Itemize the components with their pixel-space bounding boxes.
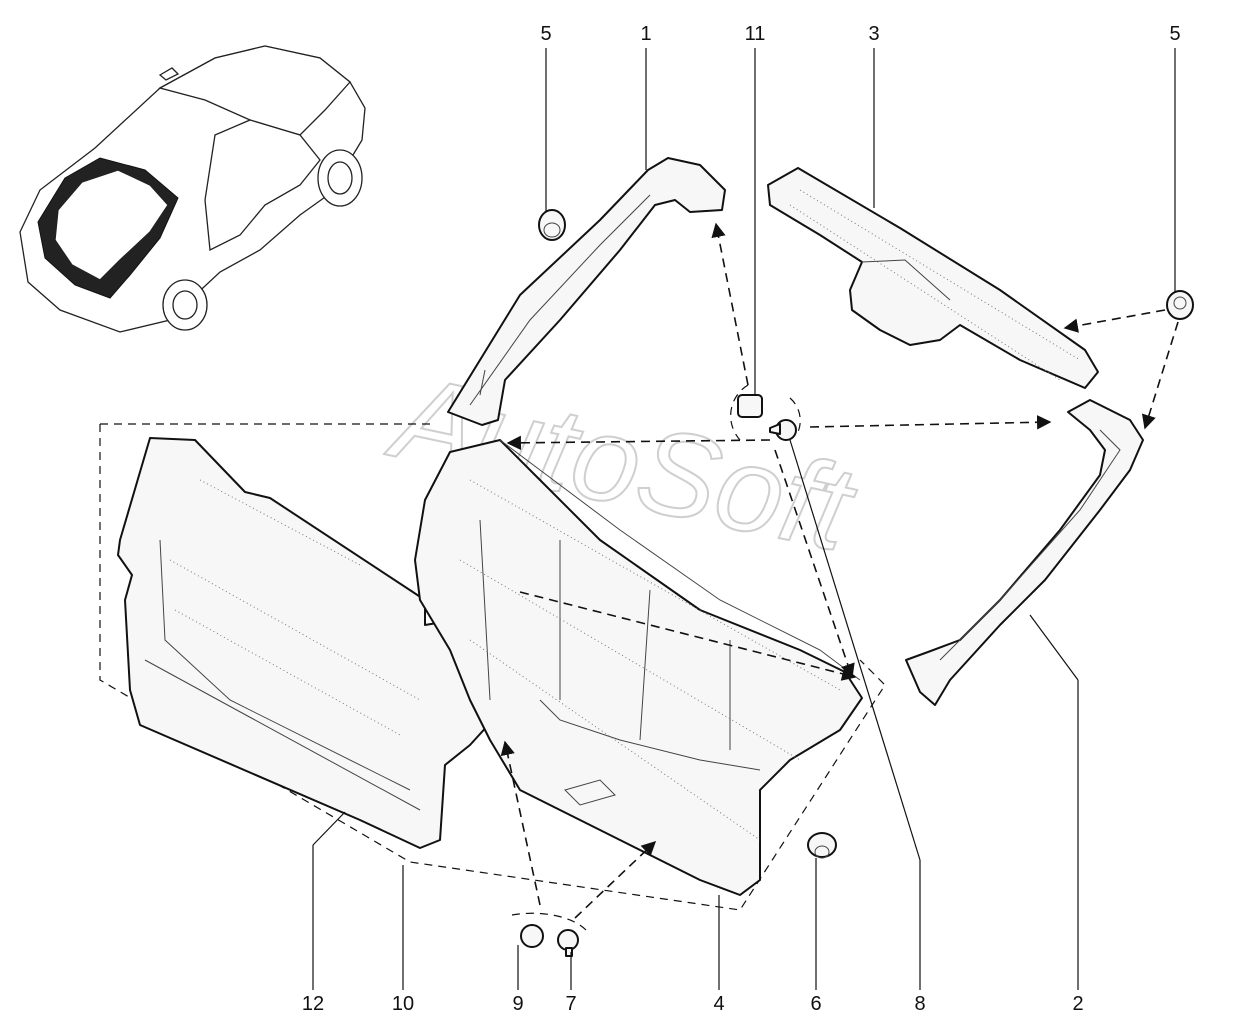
fastener-9-clip xyxy=(737,394,763,418)
fastener-7-screw xyxy=(557,929,579,957)
fastener-5-right xyxy=(1166,290,1194,320)
assembly-arrows xyxy=(500,222,1179,919)
callout-labels: 5 1 11 3 5 12 10 9 7 4 6 8 2 xyxy=(302,23,1181,1015)
callout-8: 8 xyxy=(914,993,925,1015)
callout-9: 11 xyxy=(745,23,766,45)
callout-7: 7 xyxy=(565,993,576,1015)
part-12-trim-panel xyxy=(117,437,521,849)
callout-12: 12 xyxy=(302,993,324,1015)
reference-car-illustration xyxy=(19,45,366,333)
callout-4: 4 xyxy=(713,993,724,1015)
fastener-8-screw xyxy=(769,419,797,441)
callout-5-right: 5 xyxy=(1169,23,1180,45)
assembly-outline xyxy=(99,423,886,911)
callout-1: 1 xyxy=(640,23,651,45)
part-1-left-trim xyxy=(447,157,726,426)
part-4-inner-lid-panel xyxy=(414,439,863,896)
callout-10: 9 xyxy=(512,993,523,1015)
fastener-group-arc-upper xyxy=(730,384,749,441)
callout-5-left: 5 xyxy=(540,23,551,45)
fastener-10-nut xyxy=(520,924,544,948)
fastener-group-arc-lower xyxy=(511,912,587,931)
leader-lines xyxy=(312,48,1176,990)
fastener-group-arc-upper-right xyxy=(789,397,801,433)
part-3-upper-panel xyxy=(767,167,1099,389)
fastener-5-left xyxy=(538,209,566,241)
callout-3: 3 xyxy=(868,23,879,45)
callout-11: 10 xyxy=(392,993,414,1015)
fastener-6-clip xyxy=(807,832,837,859)
part-2-right-trim xyxy=(905,399,1144,706)
callout-2: 2 xyxy=(1072,993,1083,1015)
callout-6: 6 xyxy=(810,993,821,1015)
